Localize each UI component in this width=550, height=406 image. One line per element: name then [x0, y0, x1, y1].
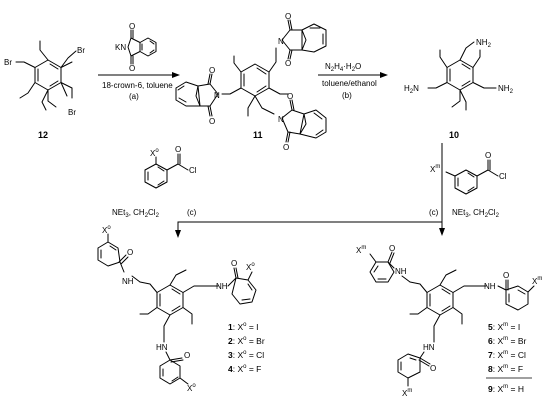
ortho-cl-label: Cl	[189, 166, 197, 175]
compound-12-number: 12	[38, 130, 48, 140]
step-c-right-condition: NEt3, CH2Cl2	[452, 208, 500, 219]
step-b-reagent: N2H4·H2O	[325, 62, 361, 73]
c11-o-2: O	[285, 59, 291, 68]
ortho-hn-bottom: HN	[156, 343, 168, 352]
c11-o-1: O	[285, 12, 291, 21]
c11-o-5: O	[287, 92, 293, 101]
meta-cl-label: Cl	[499, 172, 507, 181]
compound-12-structure	[15, 40, 77, 111]
legend-meta-6: 6: Xm = Br	[488, 336, 526, 346]
reagent-o-top: O	[129, 22, 135, 31]
ortho-x-right: Xo	[246, 262, 255, 272]
legend-meta-8: 8: Xm = F	[488, 364, 523, 374]
step-c-left-letter: (c)	[187, 208, 197, 217]
meta-product-structure	[369, 251, 535, 387]
ortho-product-structure	[97, 233, 257, 385]
legend-ortho-3: 3: Xo = Cl	[228, 350, 264, 360]
reagent-o-bottom: O	[129, 64, 135, 73]
ortho-o-label: O	[175, 145, 181, 154]
compound-10-number: 10	[449, 130, 459, 140]
meta-o-bottom: O	[430, 364, 436, 373]
ortho-nh-right: NH	[216, 282, 228, 291]
meta-o-label: O	[485, 151, 491, 160]
arrow-left-c	[177, 221, 442, 232]
ortho-acyl-chloride	[144, 153, 189, 189]
meta-x-bottom: Xm	[402, 388, 412, 398]
ortho-o-right: O	[231, 259, 237, 268]
legend-meta: 5: Xm = I 6: Xm = Br 7: Xm = Cl 8: Xm = …	[486, 322, 532, 394]
meta-acyl-chloride	[445, 159, 499, 195]
ortho-o-bottom: O	[184, 351, 190, 360]
meta-x-left: Xm	[356, 245, 366, 255]
phthalimide-reagent	[127, 29, 157, 65]
legend-meta-9: 9: Xm = H	[488, 384, 524, 394]
c10-nh2-right: NH2	[498, 84, 514, 95]
ortho-o-left: O	[127, 248, 133, 257]
step-b-letter: (b)	[342, 91, 352, 100]
reagent-kn: KN	[115, 43, 126, 52]
ortho-x-left: Xo	[102, 225, 111, 235]
meta-hn-bottom: HN	[423, 343, 435, 352]
meta-x-right: Xm	[532, 276, 542, 286]
step-b-condition: toluene/ethanol	[322, 79, 377, 88]
br-label-3: Br	[68, 108, 76, 117]
ortho-nh-left: NH	[122, 277, 134, 286]
ortho-x-label: Xo	[150, 148, 159, 158]
compound-10-structure	[427, 41, 497, 111]
legend-ortho: 1: Xo = I 2: Xo = Br 3: Xo = Cl 4: Xo = …	[228, 322, 265, 374]
c11-o-3: O	[209, 66, 215, 75]
c11-n-left: N	[214, 91, 220, 100]
c11-o-6: O	[283, 143, 289, 152]
meta-o-left: O	[389, 244, 395, 253]
step-a-condition: 18-crown-6, toluene	[102, 81, 173, 90]
ortho-x-bottom: Xo	[187, 383, 196, 393]
arrow-a-head	[172, 72, 180, 78]
legend-ortho-1: 1: Xo = I	[228, 322, 259, 332]
compound-11-structure	[175, 19, 327, 143]
step-c-left-condition: NEt3, CH2Cl2	[112, 208, 160, 219]
c11-o-4: O	[209, 117, 215, 126]
arrow-b-head	[380, 72, 388, 78]
arrow-left-c-head	[175, 230, 181, 238]
meta-nh-left: NH	[395, 267, 407, 276]
legend-ortho-2: 2: Xo = Br	[228, 336, 265, 346]
br-label-1: Br	[77, 46, 85, 55]
br-label-2: Br	[4, 58, 12, 67]
c10-nh2-top: NH2	[476, 38, 492, 49]
c11-n-top: N	[278, 37, 284, 46]
compound-11-number: 11	[253, 130, 263, 140]
meta-o-right: O	[503, 271, 509, 280]
legend-meta-7: 7: Xm = Cl	[488, 350, 526, 360]
legend-meta-5: 5: Xm = I	[488, 322, 520, 332]
arrow-right-c-head	[439, 228, 445, 236]
meta-x-label: Xm	[430, 164, 440, 174]
legend-ortho-4: 4: Xo = F	[228, 364, 261, 374]
c10-h2n-left: H2N	[404, 84, 419, 95]
step-c-right-letter: (c)	[429, 208, 439, 217]
c11-n-bottom: N	[278, 115, 284, 124]
step-a-letter: (a)	[129, 92, 139, 101]
meta-nh-right: NH	[484, 282, 496, 291]
